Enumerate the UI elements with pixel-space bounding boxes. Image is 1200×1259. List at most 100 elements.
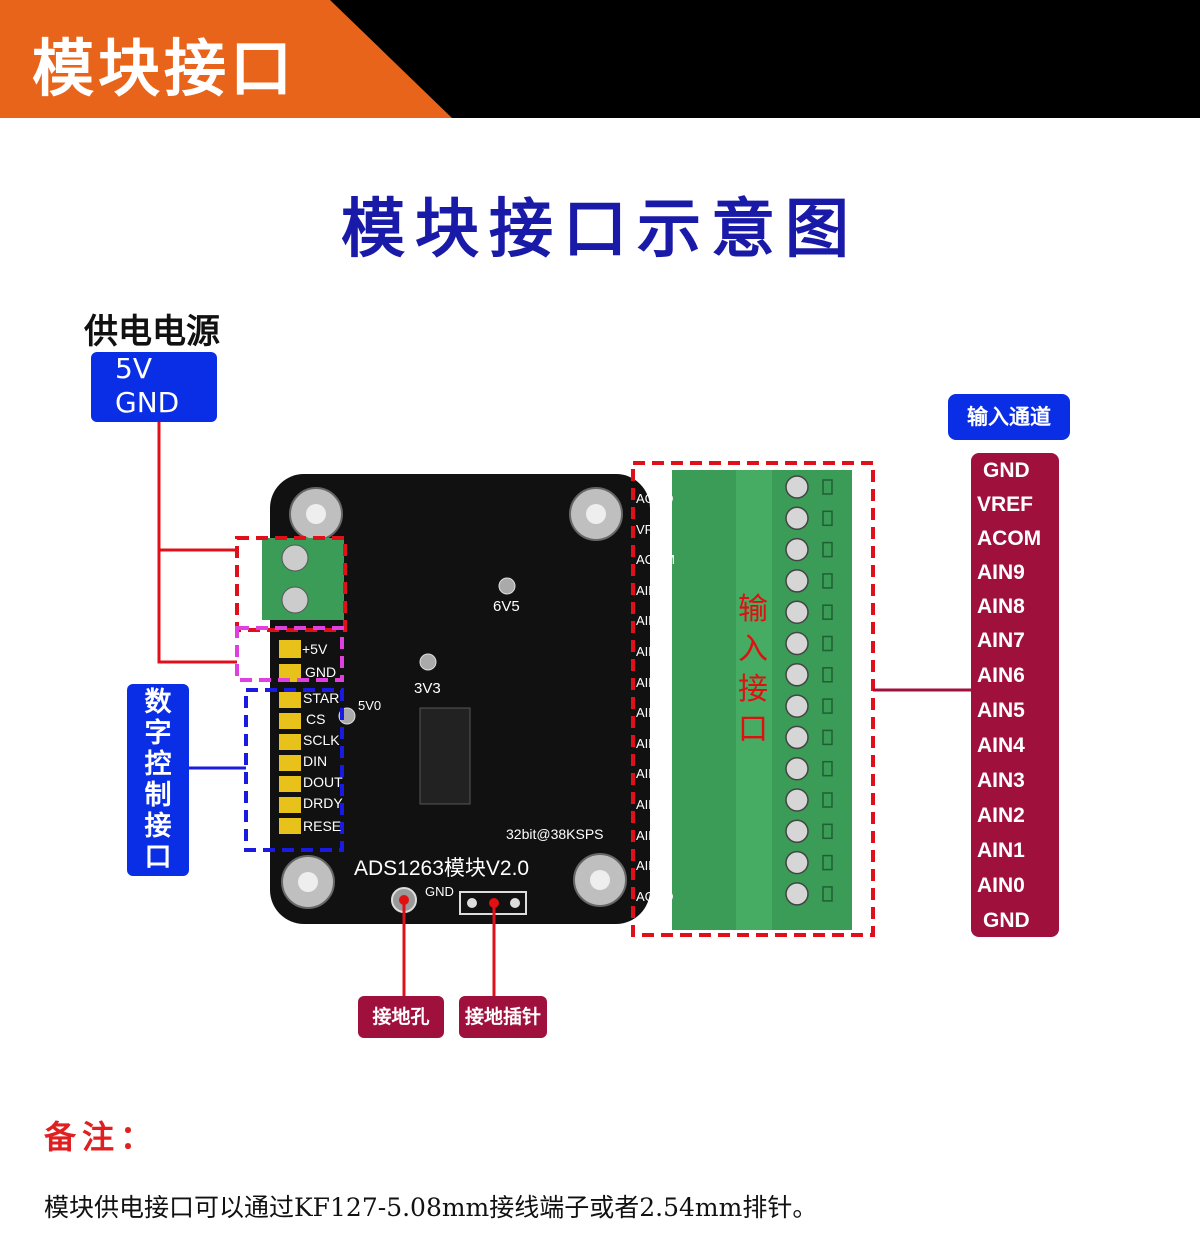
terminal-char: 口 [738,712,768,747]
channel-label: AIN4 [977,734,1025,757]
terminal-char: 接 [738,672,768,707]
channel-label: GND [983,909,1030,932]
terminal-screw [785,819,809,844]
terminal-slot [822,667,833,683]
terminal-screw [785,663,809,687]
pin-label: STAR [303,690,340,706]
terminal-char: 输 [738,592,768,627]
channel-label: ACOM [977,527,1042,550]
analog-pin-label: AIN5 [636,705,665,721]
terminal-screw [785,882,809,906]
channel-label: VREF [977,493,1034,516]
terminal-slot [822,541,833,558]
power-label-box: 5V GND [91,352,217,422]
header-title: 模块接口 [32,32,297,105]
gnd-silkscreen: GND [425,884,454,899]
rail-label: 5V0 [358,698,382,713]
channel-list-box: GND VREF ACOM AIN9 AIN8 AIN7 AIN6 AIN5 A… [971,453,1059,937]
analog-pin-label: ACOM [636,552,675,568]
terminal-slot [822,510,833,527]
power-terminal-frame [235,536,347,632]
power-line-gnd: GND [115,386,180,419]
channel-label: AIN5 [977,699,1025,722]
digital-char: 字 [144,718,172,749]
power-title: 供电电源 [84,312,220,352]
analog-pin-label: AIN3 [636,766,665,782]
digital-pin-frame [244,688,344,852]
channel-label: AIN9 [977,561,1025,584]
digital-char: 接 [144,811,172,842]
analog-pin-label: AGND [636,888,674,904]
terminal-screw [785,725,809,750]
digital-char: 数 [144,687,172,718]
channel-label: AIN1 [977,839,1025,862]
terminal-screw [281,586,309,614]
mount-hole-center [590,870,610,890]
header-pin [279,734,301,750]
analog-pin-label: AGND [636,491,674,506]
terminal-slot [822,886,833,902]
digital-char: 口 [144,842,172,873]
analog-pin-label: AIN7 [636,644,665,659]
terminal-slot [822,604,833,620]
channel-label: AIN0 [977,874,1025,897]
terminal-slot [822,760,833,777]
analog-pin-label: AIN2 [636,797,665,812]
mount-hole-center [298,872,318,892]
input-channel-title: 输入通道 [948,394,1070,440]
pin-label: CS [306,711,326,727]
power-connector-line [157,550,237,664]
terminal-screw [785,756,809,781]
ground-pin [510,898,520,908]
pin-label: DRDY [303,795,343,811]
terminal-screw [785,788,809,812]
analog-pin-label: AIN0 [636,858,665,874]
channel-label: AIN7 [977,629,1025,652]
header-pin [279,818,301,834]
mount-hole-center [586,504,606,524]
header-pin [279,664,301,682]
terminal-slot [822,729,833,746]
rail-label: 3V3 [414,680,441,697]
header-pin [279,640,301,658]
terminal-slot [822,854,833,871]
input-terminal-frame [631,461,875,937]
digital-interface-label: 数 字 控 制 接 口 [127,684,189,876]
analog-pin-label: VREF [636,521,671,537]
analog-pin-label: AIN8 [636,613,665,629]
ground-pin-label: 接地插针 [459,996,547,1038]
pin-label: DIN [303,753,328,769]
terminal-screw [785,569,809,593]
terminal-char: 入 [738,632,768,667]
terminal-screw [785,475,809,499]
analog-pin-label: AIN4 [636,735,665,751]
power-connector-line [157,422,237,552]
ground-pin [467,898,477,908]
channel-label: AIN6 [977,664,1025,687]
ground-hole-label: 接地孔 [358,996,444,1038]
terminal-screw [785,631,809,656]
terminal-screw [785,600,809,624]
terminal-label: 输 入 接 口 [738,590,768,750]
pin-label-gnd: GND [305,664,337,680]
board-spec: 32bit@38KSPS [506,826,604,842]
rail-label: 6V5 [493,598,520,615]
header-pin [279,797,301,813]
power-line-5v: 5V [115,352,152,385]
pin-label: RESE [303,818,342,834]
analog-pin-label: AIN9 [636,582,665,598]
terminal-slot [822,635,833,652]
terminal-slot [822,479,833,495]
terminal-slot [822,823,833,840]
power-pin-frame [235,626,344,682]
analog-pin-label: AIN1 [636,827,665,843]
note-title: 备注： [44,1118,159,1156]
terminal-ridge [736,470,772,930]
mount-hole-center [306,504,326,524]
pin-label: SCLK [303,732,340,748]
analog-pin-label: AIN6 [636,674,665,690]
header-pin [279,713,301,729]
adc-chip [419,707,471,805]
digital-char: 控 [144,749,172,780]
pin-label: DOUT [303,774,343,790]
